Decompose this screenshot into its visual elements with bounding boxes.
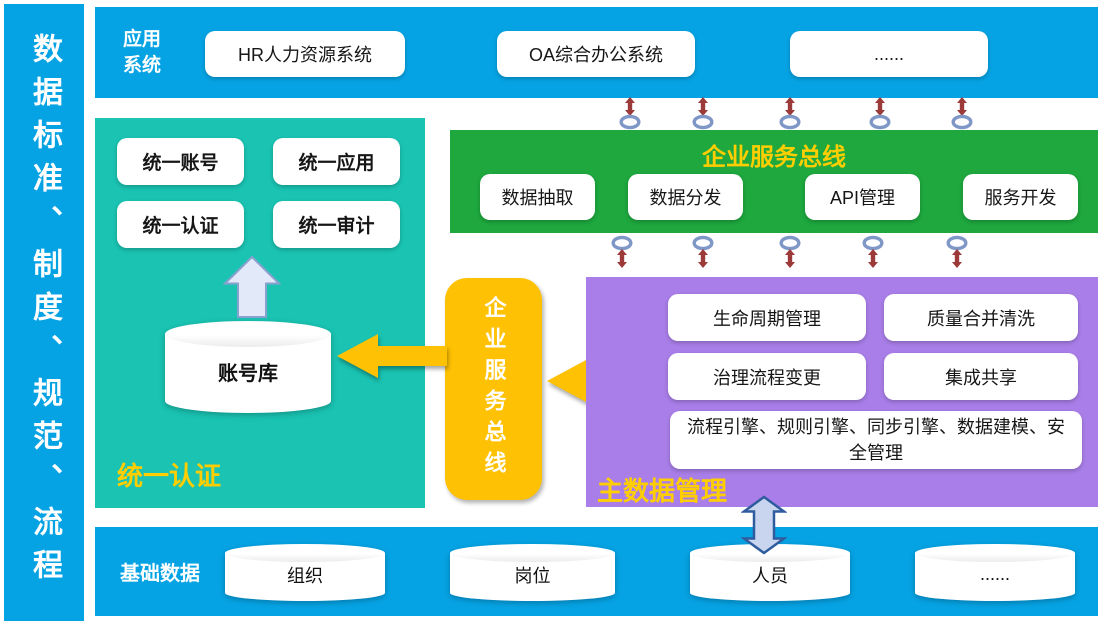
interface-ring-icon <box>869 114 891 130</box>
interface-ring-icon <box>692 114 714 130</box>
link-connector <box>618 97 642 130</box>
interface-ring-icon <box>862 235 884 251</box>
auth-feature-box-app: 统一应用 <box>273 138 400 185</box>
mdm-feature-box-lifecycle: 生命周期管理 <box>668 294 866 341</box>
sync-arrow-icon <box>952 249 962 268</box>
application-layer-band: 应用系统 HR人力资源系统 OA综合办公系统 ...... <box>95 7 1098 98</box>
auth-feature-box-audit: 统一审计 <box>273 201 400 248</box>
sync-arrow-icon <box>617 249 627 268</box>
esb-service-box-extract: 数据抽取 <box>480 174 595 220</box>
sync-arrow-icon <box>875 97 885 116</box>
mdm-panel: 生命周期管理 质量合并清洗 治理流程变更 集成共享 流程引擎、规则引擎、同步引擎… <box>586 277 1098 507</box>
esb-bridge: 企业服务总线 <box>445 278 542 500</box>
app-system-box-oa: OA综合办公系统 <box>497 31 695 77</box>
account-db-cylinder: 账号库 <box>165 321 331 413</box>
standards-sidebar-label: 数据标准、制度、规范、流程 <box>28 33 61 592</box>
esb-service-box-distribute: 数据分发 <box>628 174 743 220</box>
link-connector <box>950 97 974 130</box>
interface-ring-icon <box>779 235 801 251</box>
mdm-feature-box-governance: 治理流程变更 <box>668 353 866 400</box>
link-connector <box>945 235 969 268</box>
sync-arrow-icon <box>868 249 878 268</box>
esb-service-box-dev: 服务开发 <box>963 174 1078 220</box>
esb-band-title: 企业服务总线 <box>702 144 846 171</box>
interface-ring-icon <box>779 114 801 130</box>
sync-arrow-icon <box>625 97 635 116</box>
base-store-cylinder-more: ...... <box>915 544 1075 601</box>
auth-feature-box-account: 统一账号 <box>117 138 244 185</box>
interface-ring-icon <box>611 235 633 251</box>
link-connector <box>691 97 715 130</box>
link-connector <box>778 97 802 130</box>
interface-ring-icon <box>946 235 968 251</box>
unified-auth-title: 统一认证 <box>117 461 222 491</box>
interface-ring-icon <box>619 114 641 130</box>
link-connector <box>778 235 802 268</box>
unified-auth-panel: 统一账号 统一应用 统一认证 统一审计 账号库 统一认证 <box>95 118 425 508</box>
mdm-title: 主数据管理 <box>597 476 728 506</box>
app-system-box-hr: HR人力资源系统 <box>205 31 405 77</box>
base-store-cylinder-post: 岗位 <box>450 544 615 601</box>
base-data-label: 基础数据 <box>120 563 200 585</box>
sync-arrow-icon <box>957 97 967 116</box>
esb-band: 企业服务总线 数据抽取 数据分发 API管理 服务开发 <box>450 130 1098 233</box>
application-layer-label: 应用系统 <box>123 28 162 76</box>
interface-ring-icon <box>692 235 714 251</box>
interface-ring-icon <box>951 114 973 130</box>
link-connector <box>861 235 885 268</box>
esb-bridge-label: 企业服务总线 <box>481 296 507 482</box>
auth-feature-box-auth: 统一认证 <box>117 201 244 248</box>
link-connector <box>868 97 892 130</box>
flow-arrow-esb-to-auth-icon <box>337 334 447 378</box>
mdm-feature-box-sharing: 集成共享 <box>884 353 1078 400</box>
mdm-feature-box-quality: 质量合并清洗 <box>884 294 1078 341</box>
link-connector <box>691 235 715 268</box>
base-store-cylinder-person: 人员 <box>690 544 850 601</box>
up-arrow-icon <box>223 256 281 318</box>
mdm-basedata-sync-arrow-icon <box>741 495 787 555</box>
esb-service-box-api: API管理 <box>805 174 920 220</box>
link-connector <box>610 235 634 268</box>
sync-arrow-icon <box>698 249 708 268</box>
base-data-band: 基础数据 组织 岗位 人员 ...... <box>95 527 1098 616</box>
sync-arrow-icon <box>785 97 795 116</box>
sync-arrow-icon <box>698 97 708 116</box>
standards-sidebar: 数据标准、制度、规范、流程 <box>4 4 84 621</box>
account-db-label: 账号库 <box>218 362 278 385</box>
app-system-box-more: ...... <box>790 31 988 77</box>
base-store-cylinder-org: 组织 <box>225 544 385 601</box>
sync-arrow-icon <box>785 249 795 268</box>
mdm-engines-box: 流程引擎、规则引擎、同步引擎、数据建模、安全管理 <box>670 411 1082 469</box>
